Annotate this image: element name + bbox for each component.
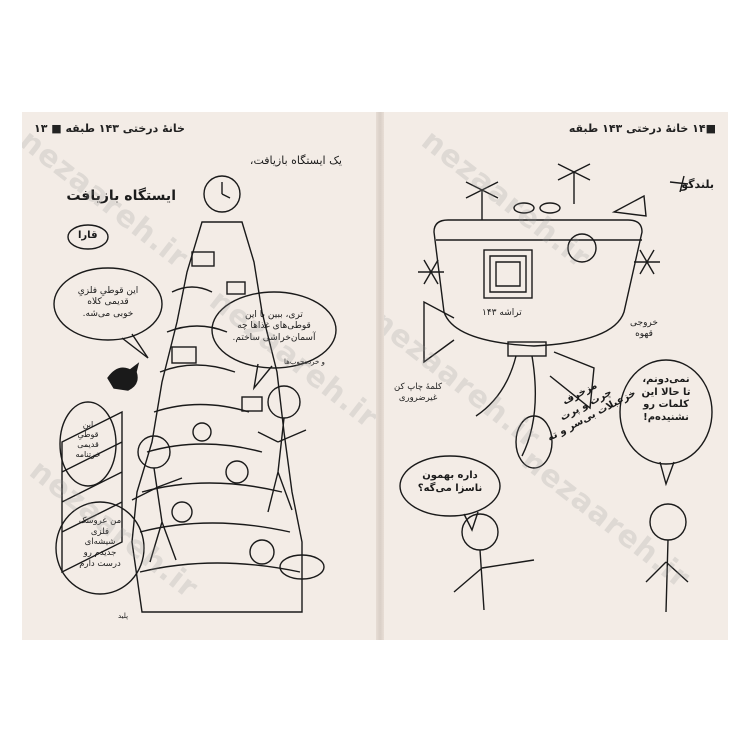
label-loudspeaker: بلندگو: [681, 178, 714, 191]
right-running-head: ■۱۴ خانهٔ درختی ۱۴۳ طبقه: [568, 122, 716, 135]
speech-bubble-metal-doll: من عروسک فلزی شیشه‌ای جدیدم رو درست دارم: [78, 516, 122, 569]
speech-bubble-never-heard: نمی‌دونم، تا حالا این کلمات رو نشنیده‌م!: [641, 374, 691, 423]
label-bottom-corner: پلید: [118, 612, 129, 620]
label-word-printer: کلمهٔ چاپ کن غیرضروری: [394, 382, 443, 403]
speech-bubble-insulting: داره بهمون ناسزا می‌گه؟: [417, 470, 483, 494]
label-coffee-exit: خروجی قهوه: [630, 318, 658, 340]
crow-speech-bubble: قارا: [78, 230, 98, 241]
speech-bubble-old-can: این قوطیِ قدیمی خرتنامه: [75, 420, 101, 459]
label-wood-scraps: و خرده‌چوب‌ها: [284, 358, 325, 366]
label-chip-143: تراشه ۱۴۳: [482, 308, 522, 318]
title-recycling-station: ایستگاه بازیافت: [66, 188, 176, 204]
word-printing-machine-illustration: [399, 163, 713, 613]
caption-recycling-station: یک ایستگاه بازیافت،: [249, 154, 342, 167]
book-gutter: [376, 112, 384, 640]
speech-bubble-skyscraper: تری، ببین با این قوطی‌های غذاها چه آسمان…: [232, 310, 316, 343]
left-book-page: خانهٔ درختی ۱۴۳ طبقه ■ ۱۳: [22, 112, 376, 640]
right-book-page: ■۱۴ خانهٔ درختی ۱۴۳ طبقه: [384, 112, 728, 640]
speech-bubble-can-hat: این قوطیِ فلزیِ قدیمی کلاه خوبی می‌شه.: [77, 286, 139, 319]
left-running-head: خانهٔ درختی ۱۴۳ طبقه ■ ۱۳: [34, 122, 185, 135]
recycling-tower-illustration: [53, 175, 337, 613]
